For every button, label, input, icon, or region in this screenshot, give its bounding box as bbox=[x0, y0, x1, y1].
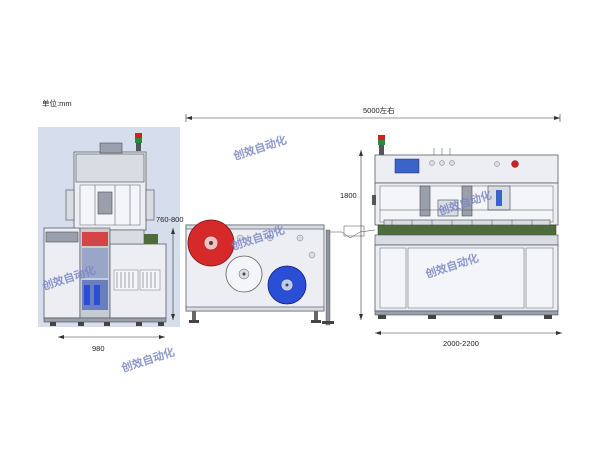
left-height-dimension: 760-800 bbox=[156, 215, 184, 320]
green-worktop bbox=[377, 224, 557, 236]
white-reel bbox=[225, 255, 263, 293]
total-length-dimension: 5000左右 bbox=[185, 105, 561, 122]
left-width-label: 980 bbox=[92, 344, 105, 353]
total-length-label: 5000左右 bbox=[363, 105, 395, 115]
right-height-dimension: 1800 bbox=[340, 150, 363, 320]
unit-label: 单位:mm bbox=[42, 98, 72, 108]
unwinder-unit bbox=[185, 219, 334, 326]
unwinder-post bbox=[325, 229, 331, 326]
right-width-dimension: 2000-2200 bbox=[375, 331, 562, 348]
emergency-stop bbox=[511, 160, 519, 168]
right-width-label: 2000-2200 bbox=[443, 339, 479, 348]
right-machine-front-view bbox=[372, 135, 559, 319]
red-reel bbox=[187, 219, 235, 267]
left-width-dimension: 980 bbox=[58, 335, 165, 353]
left-height-label: 760-800 bbox=[156, 215, 184, 224]
right-height-label: 1800 bbox=[340, 191, 357, 200]
left-top-block bbox=[99, 142, 123, 154]
watermark-text: 创效自动化 bbox=[231, 133, 289, 164]
left-lower-column bbox=[43, 227, 81, 319]
tape-path bbox=[330, 229, 376, 239]
blue-reel bbox=[267, 265, 307, 305]
watermark-text: 创效自动化 bbox=[119, 345, 177, 376]
left-machine-side-view bbox=[38, 127, 180, 327]
left-vent-grill bbox=[113, 269, 161, 291]
control-screen bbox=[394, 158, 420, 174]
